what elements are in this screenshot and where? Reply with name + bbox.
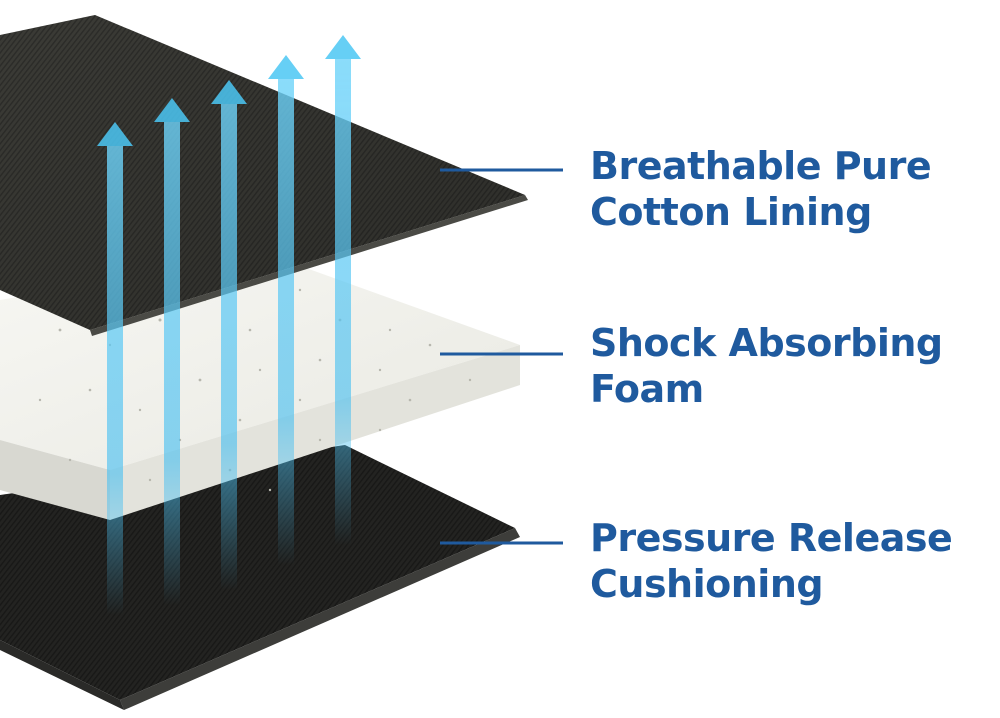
arrow-up-icon bbox=[154, 98, 190, 605]
label-top-line1: Breathable Pure bbox=[590, 144, 932, 188]
top-layer bbox=[0, 15, 528, 336]
arrow-up-icon bbox=[97, 122, 133, 615]
arrow-up-icon bbox=[268, 55, 304, 565]
label-bottom-line2: Cushioning bbox=[590, 562, 824, 606]
label-top-line2: Cotton Lining bbox=[590, 190, 872, 234]
label-middle-line2: Foam bbox=[590, 367, 704, 411]
arrow-up-icon bbox=[325, 35, 361, 545]
label-middle-line1: Shock Absorbing bbox=[590, 321, 943, 365]
label-bottom-line1: Pressure Release bbox=[590, 516, 953, 560]
leader-lines bbox=[440, 168, 563, 545]
label-pressure-release-cushioning: Pressure Release Cushioning bbox=[590, 515, 953, 607]
label-breathable-cotton-lining: Breathable Pure Cotton Lining bbox=[590, 143, 932, 235]
airflow-arrows bbox=[97, 35, 361, 615]
label-shock-absorbing-foam: Shock Absorbing Foam bbox=[590, 320, 943, 412]
arrow-up-icon bbox=[211, 80, 247, 590]
